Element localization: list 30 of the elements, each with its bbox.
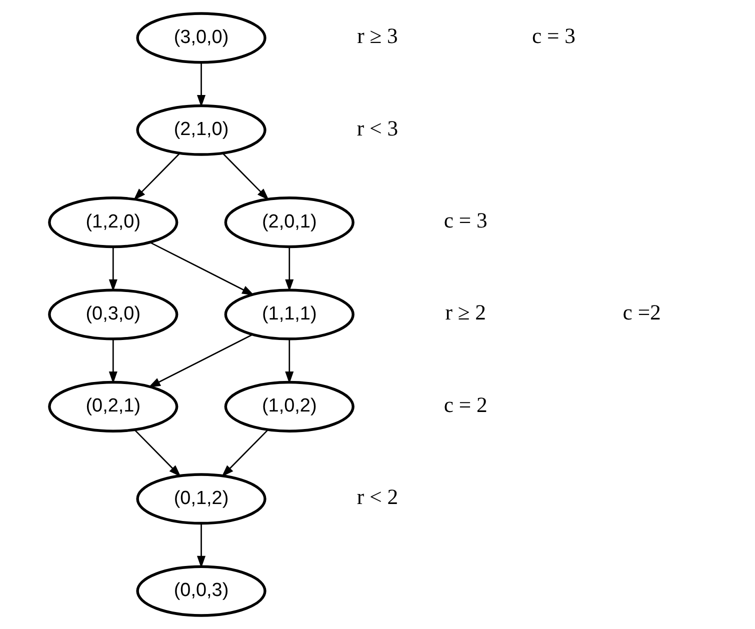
arrow	[133, 152, 180, 200]
node-ellipse: (1,0,2)	[224, 380, 354, 432]
arrow	[148, 334, 253, 388]
node-ellipse: (1,1,1)	[224, 288, 354, 340]
node-ellipse: (2,1,0)	[136, 104, 266, 156]
arrow	[108, 247, 118, 292]
node-ellipse: (0,3,0)	[48, 288, 178, 340]
label: r < 2	[356, 485, 398, 510]
label: r ≥ 3	[357, 24, 398, 48]
node-ellipse: (2,0,1)	[224, 196, 354, 248]
node-ellipse: (0,0,3)	[136, 565, 266, 617]
label: r ≥ 2	[445, 300, 486, 325]
arrow	[222, 429, 269, 477]
node-ellipse: (0,1,2)	[136, 473, 266, 525]
label: c = 3	[532, 24, 576, 48]
arrow	[222, 152, 270, 200]
arrow	[285, 339, 294, 384]
arrow	[196, 62, 206, 108]
arrow	[285, 247, 294, 292]
label: c =2	[622, 300, 661, 325]
arrow	[108, 339, 118, 384]
label: c = 2	[444, 392, 488, 417]
node-ellipse: (3,0,0)	[136, 12, 266, 64]
node-ellipse: (1,2,0)	[48, 196, 178, 248]
label: c = 3	[444, 208, 488, 232]
label: r < 3	[356, 116, 398, 140]
arrow	[134, 429, 181, 477]
arrow	[150, 242, 254, 296]
arrow	[196, 524, 206, 568]
node-ellipse: (0,2,1)	[48, 380, 178, 432]
